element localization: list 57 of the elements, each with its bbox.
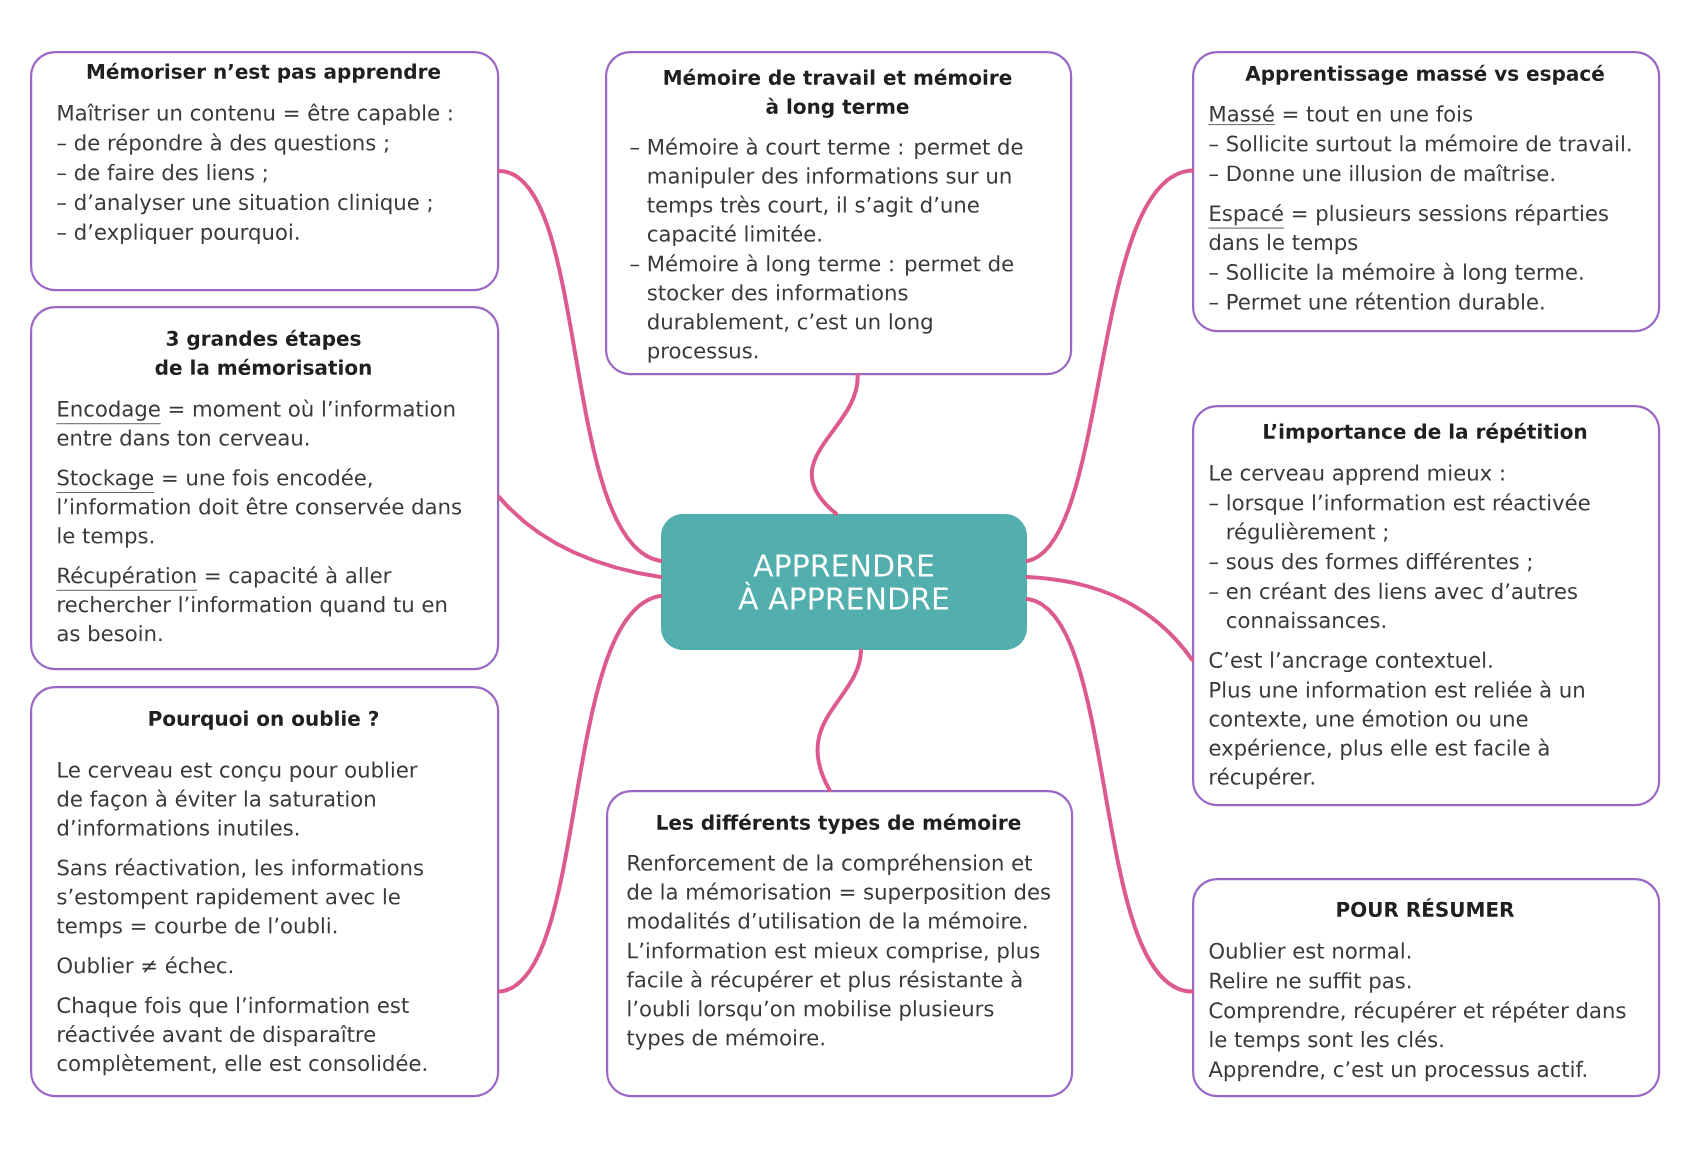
topic-box xyxy=(30,686,500,1098)
bullet-text: – sous des formes différentes ; xyxy=(1209,552,1532,572)
bullet-text: – Permet une rétention durable. xyxy=(1209,292,1544,310)
central-topic-box: APPRENDRE À APPRENDRE xyxy=(661,514,1027,650)
body-text: Plus une information est reliée à un contexte, une émotion ou une expérience, plus elle est facile à récupérer. xyxy=(1209,680,1584,789)
body-text: Apprendre, c’est un processus actif. xyxy=(1208,1060,1586,1082)
topic-box xyxy=(30,51,500,292)
box-heading: 3 grandes étapes de la mémorisation xyxy=(155,329,371,375)
branch-line xyxy=(1025,575,1194,662)
body-text: Oublier ≠ échec. xyxy=(57,956,233,974)
bullet-text: – Donne une illusion de maîtrise. xyxy=(1209,164,1554,182)
bullet-text: – Sollicite surtout la mémoire de travail. xyxy=(1209,134,1631,152)
body-text: Stockage = une fois encodée, l’information doit être conservée dans le temps. xyxy=(56,468,462,548)
box-heading: Les différents types de mémoire xyxy=(657,813,1021,835)
body-text: Encodage = moment où l’information entre dans ton cerveau. xyxy=(56,399,455,446)
body-text: Sans réactivation, les informations s’estompent rapidement avec le temps = courbe de l’oubli. xyxy=(56,858,423,938)
bullet-text: – de faire des liens ; xyxy=(57,163,267,183)
bullet-text: – Sollicite la mémoire à long terme. xyxy=(1209,262,1583,285)
body-text: Le cerveau est conçu pour oublier de façon à éviter la saturation d’informations inutiles. xyxy=(57,761,418,836)
bullet-text: – d’analyser une situation clinique ; xyxy=(57,193,432,215)
body-text: Espacé = plusieurs sessions réparties dans le temps xyxy=(1208,203,1608,255)
body-text: C’est l’ancrage contextuel. xyxy=(1209,651,1492,673)
bullet-text: – lorsque l’information est réactivée régulièrement ; xyxy=(1209,493,1590,544)
body-text: Comprendre, récupérer et répéter dans le temps sont les clés. xyxy=(1209,1001,1626,1052)
topic-box xyxy=(1192,878,1661,1098)
box-heading: Pourquoi on oublie ? xyxy=(149,710,379,730)
body-text: Récupération = capacité à aller rechercher l’information quand tu en as besoin. xyxy=(56,566,447,642)
body-text: Chaque fois que l’information est réactivée avant de disparaître complètement, elle est consolidée. xyxy=(57,996,426,1076)
branch-line xyxy=(1025,168,1194,563)
topic-box xyxy=(30,306,500,671)
bullet-text: – d’expliquer pourquoi. xyxy=(57,223,299,245)
branch-line xyxy=(497,594,663,994)
branch-line xyxy=(497,495,663,579)
box-heading: POUR RÉSUMER xyxy=(1337,898,1515,917)
branch-line xyxy=(815,648,863,792)
box-heading: Mémoire de travail et mémoire à long terme xyxy=(664,68,1012,118)
branch-line xyxy=(497,169,663,563)
topic-box xyxy=(606,790,1074,1098)
bullet-text: – de répondre à des questions ; xyxy=(57,133,388,155)
bullet-text: – Mémoire à court terme : permet de manipuler des informations sur un temps très court, il s’agit d’une capacité limitée. xyxy=(630,137,1023,246)
body-text: Relire ne suffit pas. xyxy=(1210,972,1411,993)
bullet-text: – Mémoire à long terme : permet de stocker des informations durablement, c’est un long processus. xyxy=(630,254,1014,363)
branch-line xyxy=(1025,597,1194,994)
topic-box xyxy=(1192,405,1661,807)
box-heading: Apprentissage massé vs espacé xyxy=(1245,64,1604,85)
bullet-text: – en créant des liens avec d’autres connaissances. xyxy=(1209,581,1577,629)
body-text: Maîtriser un contenu = être capable : xyxy=(58,103,452,125)
box-heading: Mémoriser n’est pas apprendre xyxy=(87,62,441,83)
box-heading: L’importance de la répétition xyxy=(1264,422,1587,443)
body-text: L’information est mieux comprise, plus facile à récupérer et plus résistante à l’oubli lorsqu’on mobilise plusieurs types de mémoire. xyxy=(626,942,1040,1050)
body-text: Le cerveau apprend mieux : xyxy=(1210,464,1504,485)
body-text: Oublier est normal. xyxy=(1209,942,1411,959)
body-text: Massé = tout en une fois xyxy=(1208,104,1473,125)
topic-box xyxy=(605,51,1073,376)
body-text: Renforcement de la compréhension et de la mémorisation = superposition des modalités d’utilisation de la mémoire. xyxy=(627,853,1050,929)
topic-box xyxy=(1192,51,1661,333)
branch-line xyxy=(809,373,860,516)
